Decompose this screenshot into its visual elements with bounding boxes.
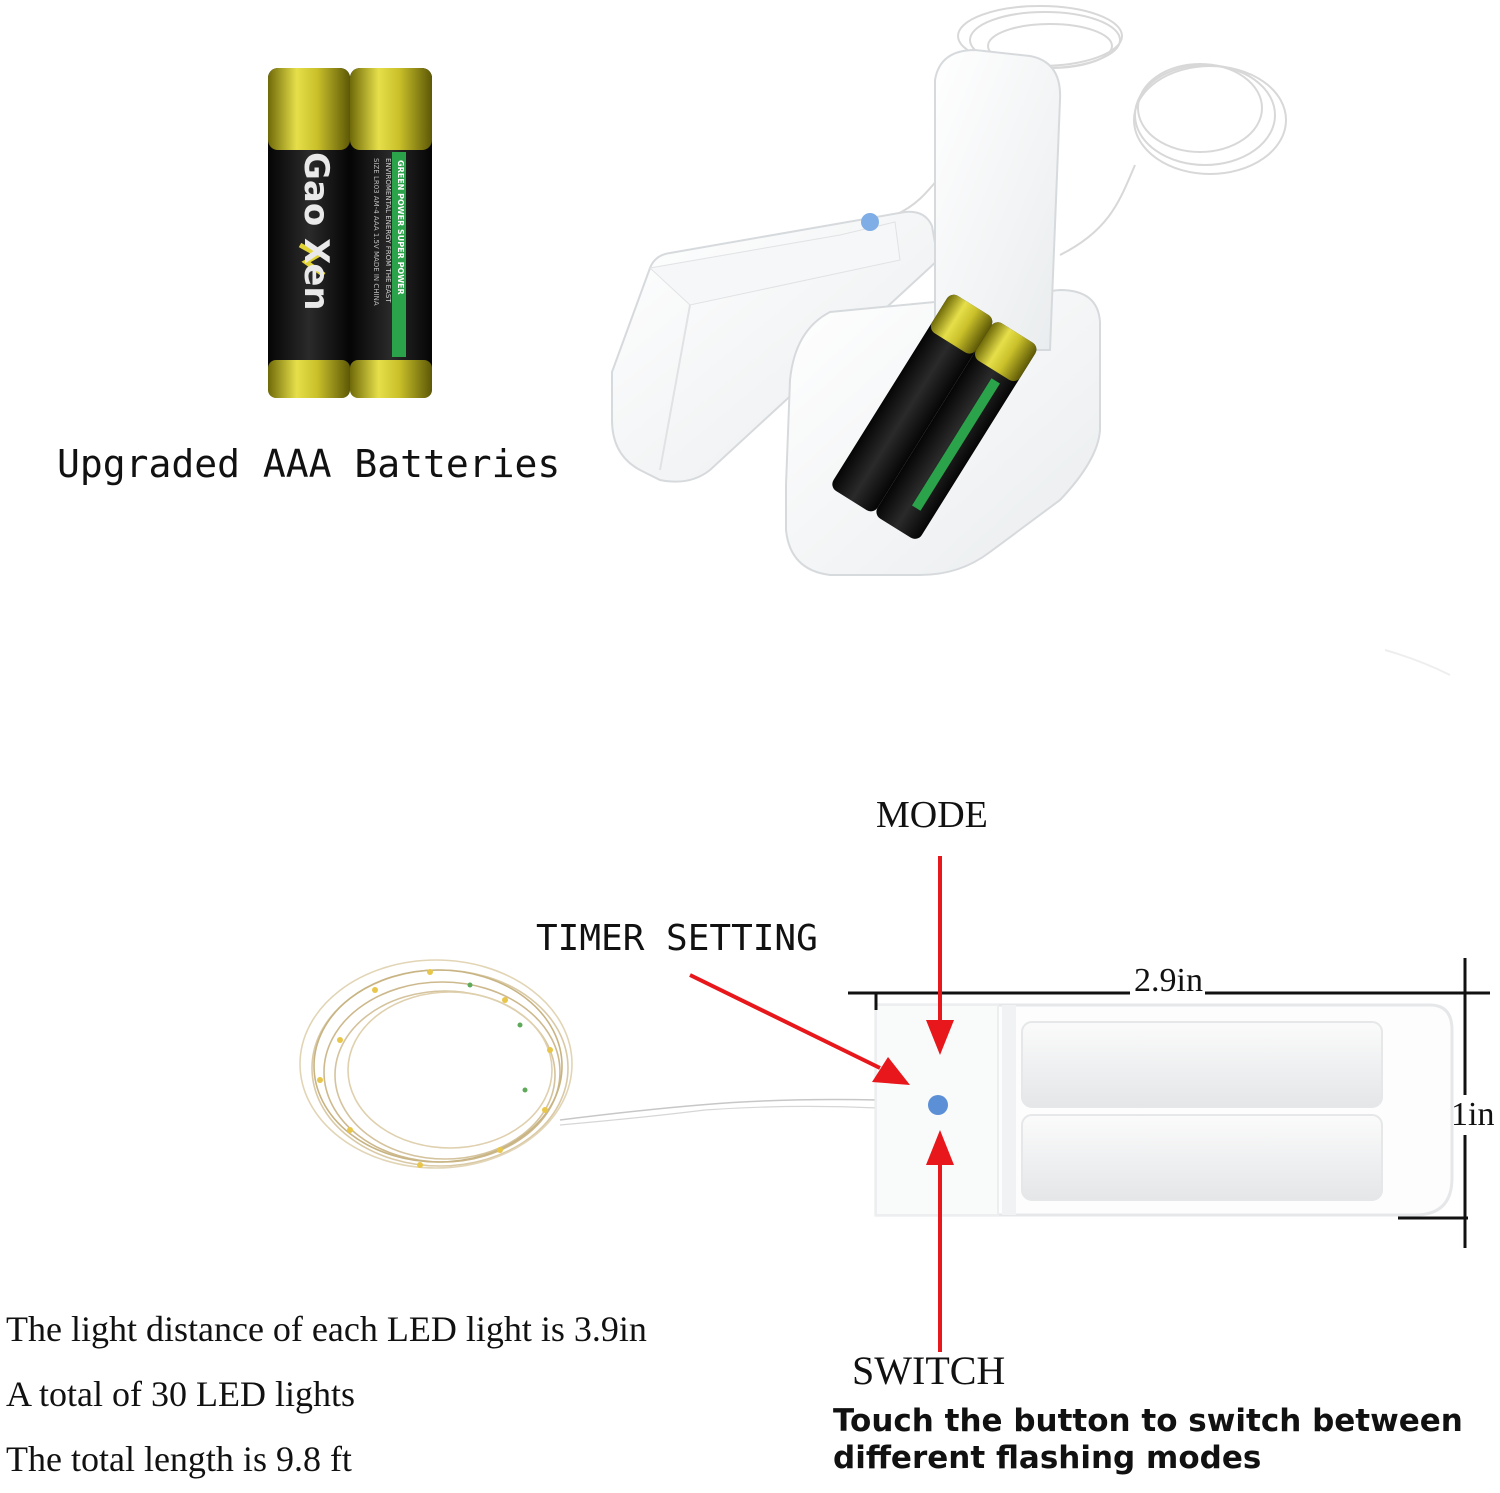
mode-button-dot <box>928 1095 948 1115</box>
timer-setting-label: TIMER SETTING <box>536 918 818 959</box>
battery-brand-text: Gao Xen <box>296 152 336 311</box>
battery-spec-text: SIZE LR03 AM-4 AAA 1.5V MADE IN CHINA <box>372 158 380 306</box>
dimension-lines <box>848 958 1490 1248</box>
battery-box-photo <box>611 5 1287 576</box>
mode-label: MODE <box>876 794 988 836</box>
battery-pair-image <box>268 68 432 398</box>
fairy-light-coil-image <box>299 959 879 1169</box>
height-dimension-label: 1in <box>1451 1096 1495 1133</box>
width-dimension-label: 2.9in <box>1134 962 1203 999</box>
battery-caption: Upgraded AAA Batteries <box>57 442 561 486</box>
switch-label: SWITCH <box>852 1348 1006 1393</box>
battery-slogan-text: GREEN POWER SUPER POWER <box>396 160 405 295</box>
annotation-arrows <box>689 856 954 1352</box>
spec-total-length: The total length is 9.8 ft <box>6 1439 352 1479</box>
spec-led-count: A total of 30 LED lights <box>6 1374 355 1414</box>
spec-led-distance: The light distance of each LED light is … <box>6 1309 647 1349</box>
switch-description: Touch the button to switch between diffe… <box>833 1403 1463 1477</box>
battery-tagline-text: ENVIROMENTAL ENERGY FROM THE EAST <box>384 158 392 303</box>
battery-box-diagram <box>874 1003 1454 1217</box>
